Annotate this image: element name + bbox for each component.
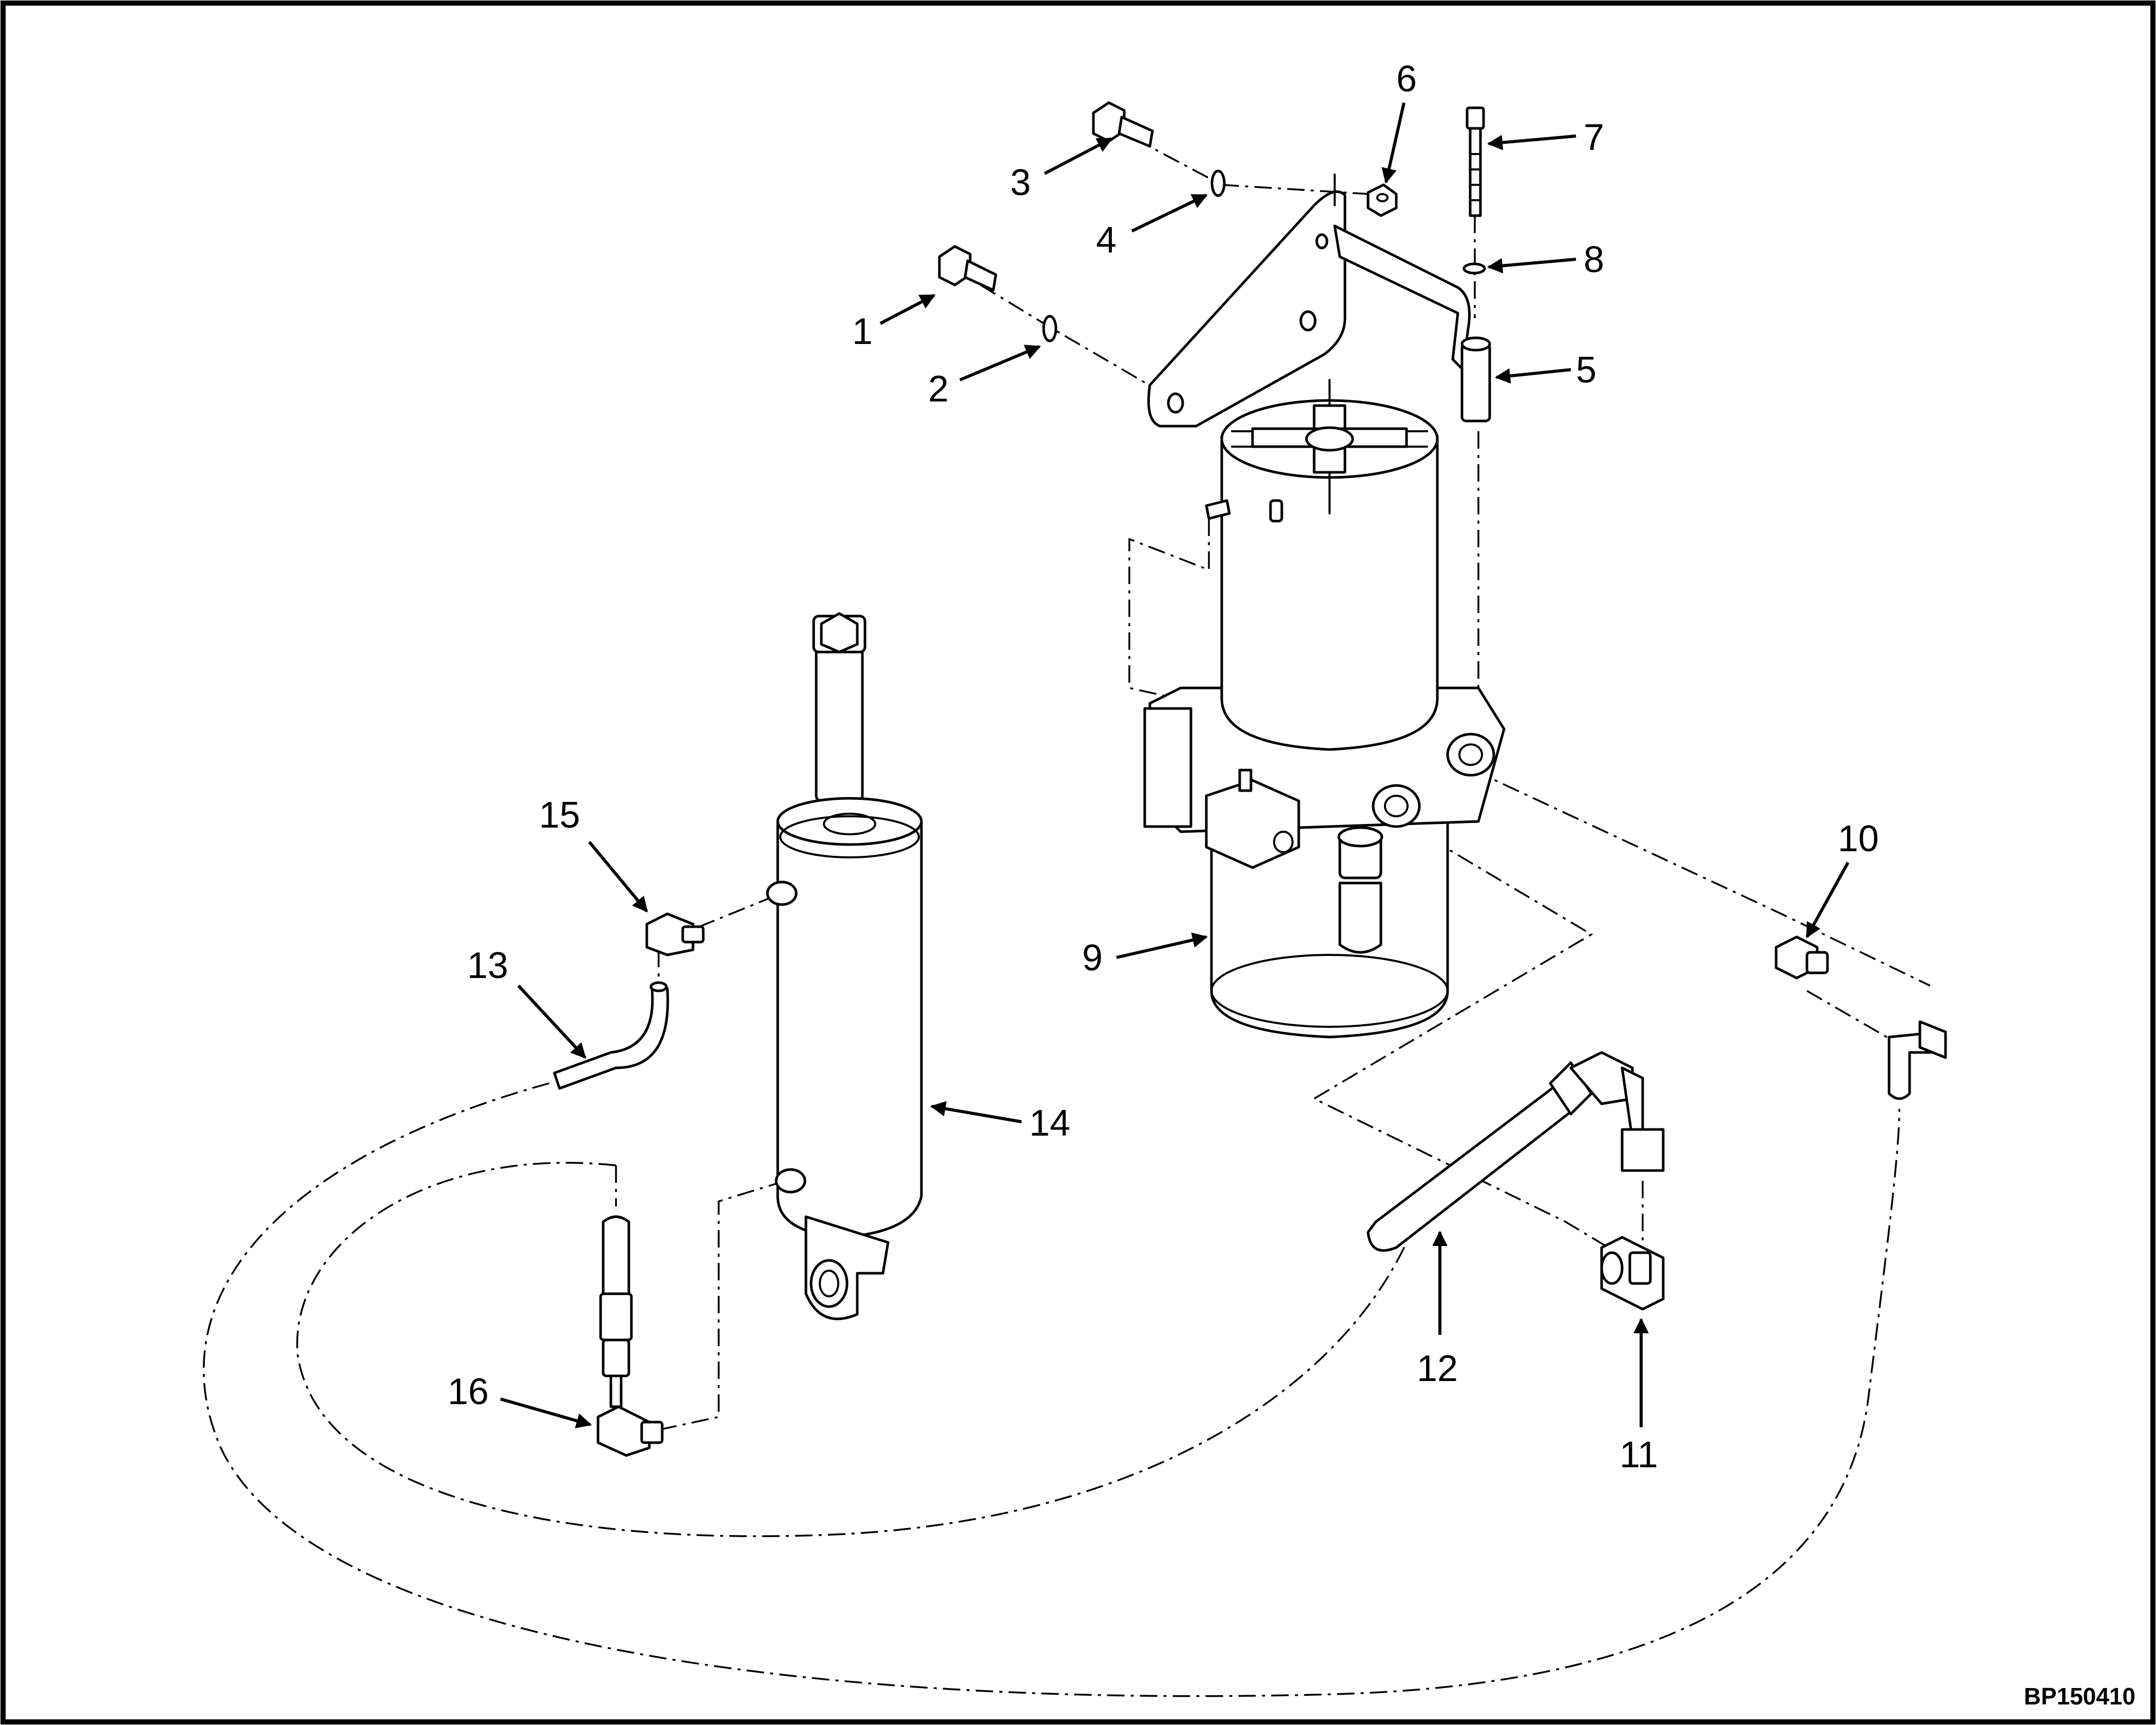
callout-9: 9 — [1082, 932, 1208, 979]
lock-washer-lower — [1042, 315, 1057, 342]
hydraulic-cylinder — [766, 612, 923, 1320]
lower-hose — [599, 1215, 633, 1408]
svg-text:1: 1 — [852, 311, 873, 352]
line-end-fitting — [1888, 1020, 1947, 1100]
callout-2: 2 — [928, 344, 1041, 410]
straight-fitting — [1775, 935, 1829, 980]
callout-7: 7 — [1487, 117, 1604, 158]
callout-11: 11 — [1620, 1318, 1658, 1475]
svg-text:3: 3 — [1010, 162, 1031, 203]
callout-6: 6 — [1381, 59, 1417, 184]
elbow-fitting-lower — [596, 1405, 664, 1457]
svg-text:13: 13 — [467, 945, 508, 986]
flat-washer — [1462, 262, 1486, 275]
svg-text:2: 2 — [928, 369, 949, 410]
callout-labels: 1 2 3 4 5 6 7 8 — [448, 59, 1879, 1475]
svg-text:10: 10 — [1838, 818, 1879, 859]
callout-1: 1 — [852, 294, 936, 352]
spacer — [1460, 336, 1491, 423]
callout-16: 16 — [448, 1371, 592, 1429]
hex-bolt-lower — [938, 245, 997, 292]
callout-8: 8 — [1487, 239, 1604, 280]
svg-text:16: 16 — [448, 1371, 489, 1412]
svg-text:8: 8 — [1584, 239, 1604, 280]
callout-5: 5 — [1495, 350, 1596, 391]
callout-13: 13 — [467, 945, 587, 1059]
callout-3: 3 — [1010, 137, 1113, 203]
lock-washer-upper — [1210, 169, 1226, 197]
hydraulic-power-unit — [1143, 379, 1506, 1039]
svg-text:9: 9 — [1082, 937, 1103, 979]
upper-hose — [553, 981, 669, 1090]
cap-screw — [1466, 106, 1485, 217]
svg-text:5: 5 — [1576, 350, 1596, 391]
mounting-bracket — [1147, 174, 1471, 428]
svg-text:15: 15 — [539, 795, 580, 836]
lock-nut — [1366, 183, 1398, 217]
callout-15: 15 — [539, 795, 648, 913]
elbow-fitting-right — [1600, 1236, 1665, 1311]
callout-10: 10 — [1805, 818, 1879, 938]
svg-text:6: 6 — [1396, 59, 1417, 100]
elbow-fitting-upper — [645, 912, 705, 956]
hex-bolt-upper — [1092, 101, 1154, 148]
callout-14: 14 — [930, 1101, 1070, 1144]
return-hose — [1366, 1051, 1665, 1252]
svg-text:11: 11 — [1620, 1434, 1658, 1475]
callout-12: 12 — [1417, 1231, 1458, 1389]
callout-4: 4 — [1096, 194, 1208, 261]
svg-text:12: 12 — [1417, 1348, 1458, 1389]
svg-text:7: 7 — [1584, 117, 1604, 158]
svg-text:14: 14 — [1029, 1103, 1070, 1144]
figure-id: BP150410 — [2024, 1683, 2135, 1710]
assembly-lines — [203, 138, 1931, 1697]
svg-text:4: 4 — [1096, 220, 1116, 261]
